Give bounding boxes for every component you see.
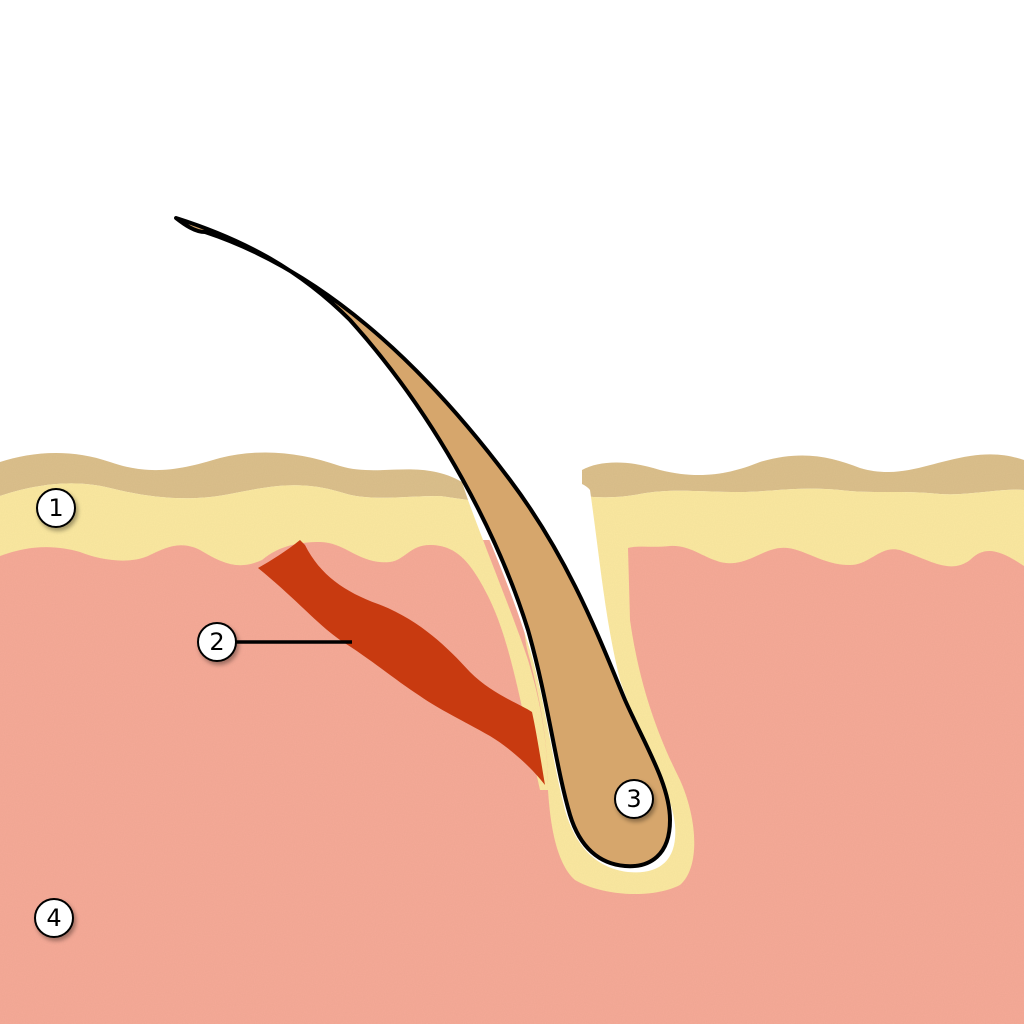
marker-1: 1: [36, 488, 76, 528]
marker-3-circle: [614, 779, 654, 819]
marker-3: 3: [614, 779, 654, 819]
arrector-pili-muscle: [258, 540, 545, 785]
stratum-corneum-left: [0, 452, 468, 500]
marker-3-label: 3: [626, 785, 641, 813]
marker-2: 2: [197, 622, 237, 662]
marker-2-circle: [197, 622, 237, 662]
marker-4-circle: [34, 898, 74, 938]
marker-2-label: 2: [209, 628, 224, 656]
hair-shaft: [174, 216, 672, 869]
marker-4: 4: [34, 898, 74, 938]
dermis-layer: [0, 540, 1024, 1024]
marker-1-label: 1: [48, 494, 63, 522]
marker-4-label: 4: [46, 904, 61, 932]
stratum-corneum-right: [582, 454, 1024, 498]
marker-1-circle: [36, 488, 76, 528]
